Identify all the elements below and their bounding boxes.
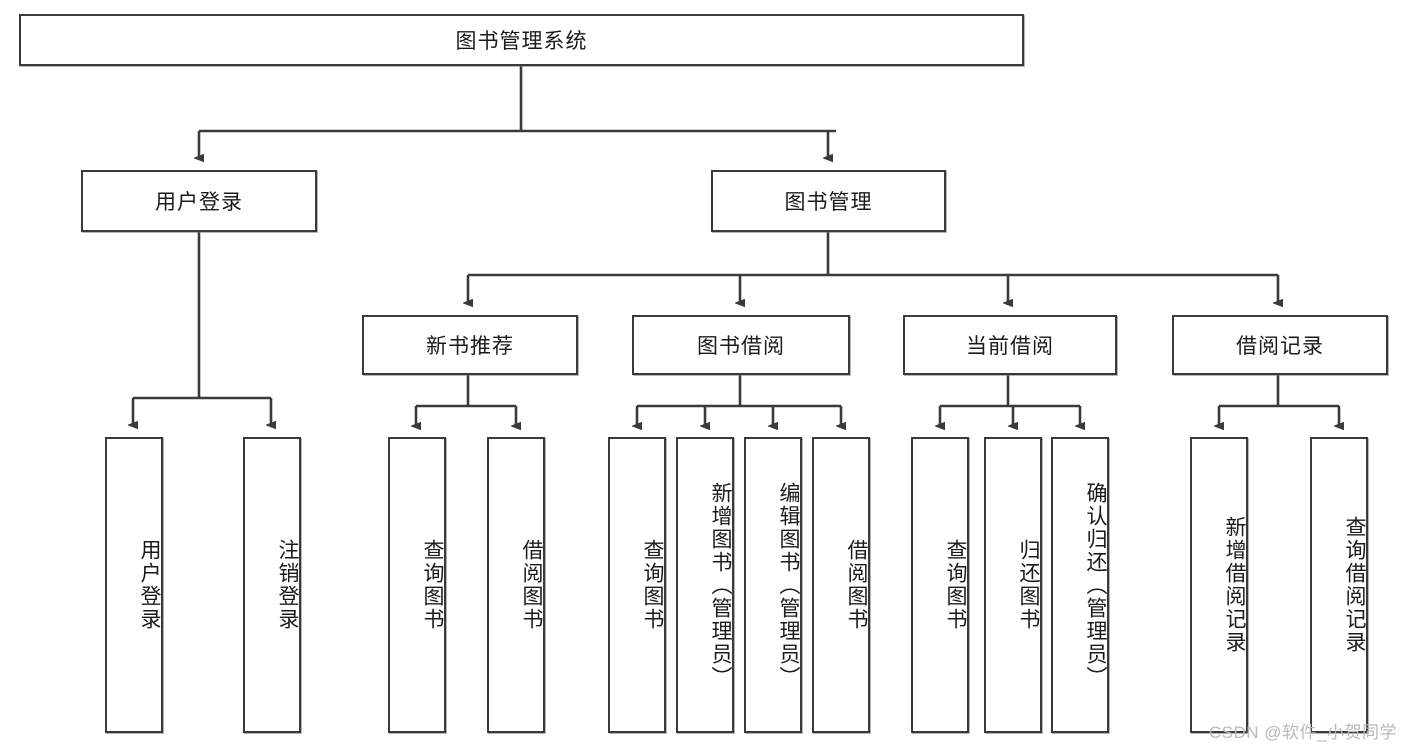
leaf-query-book-recommend[interactable]: 查询图书 (388, 437, 446, 733)
leaf-query-borrow-record[interactable]: 查询借阅记录 (1310, 437, 1368, 733)
csdn-watermark: CSDN @软件_小贺同学 (1208, 723, 1397, 742)
node-book-borrow-label: 图书借阅 (697, 335, 785, 358)
leaf-logout-label: 注销登录 (276, 539, 299, 631)
leaf-return-book-label: 归还图书 (1017, 539, 1040, 631)
leaf-query-borrow-record-label: 查询借阅记录 (1343, 516, 1366, 654)
node-borrow-record-label: 借阅记录 (1236, 335, 1324, 358)
node-root-label: 图书管理系统 (455, 30, 588, 53)
leaf-borrow-book-recommend[interactable]: 借阅图书 (487, 437, 545, 733)
leaf-query-book-current[interactable]: 查询图书 (911, 437, 969, 733)
leaf-add-borrow-record[interactable]: 新增借阅记录 (1190, 437, 1248, 733)
leaf-query-book-borrow[interactable]: 查询图书 (608, 437, 666, 733)
node-book-borrow[interactable]: 图书借阅 (632, 315, 850, 375)
node-current-borrow[interactable]: 当前借阅 (903, 315, 1117, 375)
leaf-query-book-borrow-label: 查询图书 (641, 539, 664, 631)
leaf-confirm-return-admin[interactable]: 确认归还（管理员） (1051, 437, 1109, 733)
leaf-borrow-book-label: 借阅图书 (845, 539, 868, 631)
node-current-borrow-label: 当前借阅 (966, 335, 1054, 358)
leaf-borrow-book-recommend-label: 借阅图书 (520, 539, 543, 631)
leaf-query-book-recommend-label: 查询图书 (421, 539, 444, 631)
leaf-user-login[interactable]: 用户登录 (105, 437, 163, 733)
leaf-add-borrow-record-label: 新增借阅记录 (1223, 516, 1246, 654)
leaf-edit-book-admin-label: 编辑图书（管理员） (777, 481, 800, 689)
leaf-edit-book-admin[interactable]: 编辑图书（管理员） (744, 437, 802, 733)
node-book-management[interactable]: 图书管理 (711, 170, 946, 232)
leaf-user-login-label: 用户登录 (138, 539, 161, 631)
node-new-book-recommend-label: 新书推荐 (426, 335, 514, 358)
leaf-return-book[interactable]: 归还图书 (984, 437, 1042, 733)
leaf-logout[interactable]: 注销登录 (243, 437, 301, 733)
node-book-management-label: 图书管理 (784, 191, 873, 214)
leaf-borrow-book[interactable]: 借阅图书 (812, 437, 870, 733)
leaf-add-book-admin[interactable]: 新增图书（管理员） (676, 437, 734, 733)
node-user-login[interactable]: 用户登录 (81, 170, 317, 232)
node-borrow-record[interactable]: 借阅记录 (1172, 315, 1388, 375)
node-root[interactable]: 图书管理系统 (19, 14, 1024, 66)
leaf-confirm-return-admin-label: 确认归还（管理员） (1084, 481, 1107, 689)
leaf-add-book-admin-label: 新增图书（管理员） (709, 481, 732, 689)
node-new-book-recommend[interactable]: 新书推荐 (362, 315, 578, 375)
leaf-query-book-current-label: 查询图书 (944, 539, 967, 631)
node-user-login-label: 用户登录 (155, 191, 243, 214)
